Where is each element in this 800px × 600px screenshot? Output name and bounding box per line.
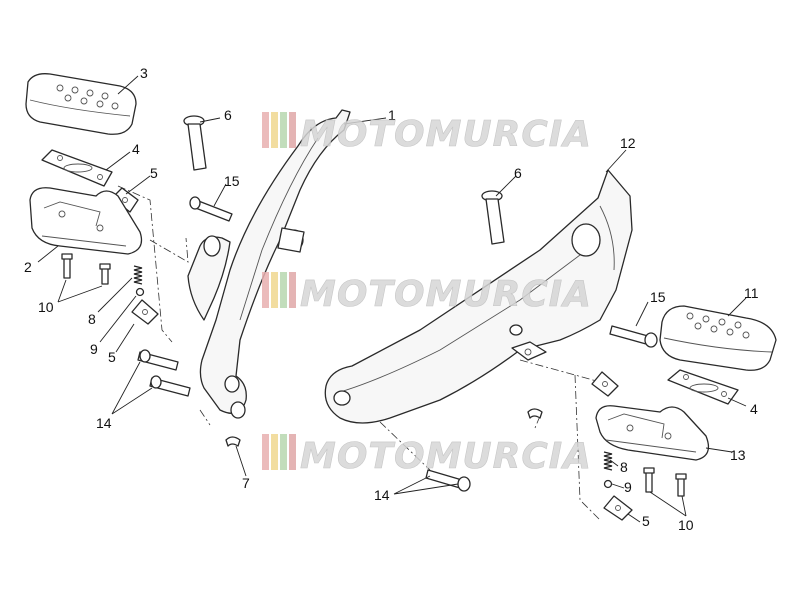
callout-11: 11 [744,285,759,301]
callout-5-right: 5 [642,513,650,529]
watermark-flag-stripe [262,434,269,470]
callout-8-left: 8 [88,311,96,327]
callout-5-mid-left: 5 [108,349,116,365]
watermark-flag-stripe [271,434,278,470]
ball-left [135,287,145,297]
watermark-flag-stripe [262,112,269,148]
callout-15-left: 15 [224,173,240,189]
watermark-bottom: MOTOMURCIA [262,434,592,477]
footrest-bracket [187,109,351,419]
watermark-flag-stripe [289,272,296,308]
assembly-lines [117,185,601,521]
circlip-right [527,408,543,419]
callout-4-right: 4 [750,401,758,417]
callout-2: 2 [24,259,32,275]
footpeg-rubber-right [659,305,777,371]
bolts-right [643,467,687,497]
watermark-text: MOTOMURCIA [300,114,592,155]
callout-15-right: 15 [650,289,666,305]
callout-6-right: 6 [514,165,522,181]
watermark-text: MOTOMURCIA [300,274,592,315]
callout-6-left: 6 [224,107,232,123]
watermark-flag-stripe [262,272,269,308]
callout-9-left: 9 [90,341,98,357]
circlip-left [225,436,241,447]
callout-7: 7 [242,475,250,491]
callout-9-right: 9 [624,479,632,495]
spring-left [133,265,143,285]
callout-14-bottom: 14 [374,487,390,503]
callout-1: 1 [388,107,396,123]
callout-labels: 3 4 5 2 10 8 9 5 14 6 15 1 7 6 12 15 11 … [24,65,759,533]
footpeg-plate-right [667,369,739,405]
callout-10-right: 10 [678,517,694,533]
long-bolts-left [137,349,191,397]
callout-10-left: 10 [38,299,54,315]
watermark-flag-stripe [271,112,278,148]
footpeg-body-right [595,405,710,461]
footpeg-body-left [29,187,143,255]
footpeg-rubber-left [25,73,137,135]
callout-5-top-left: 5 [150,165,158,181]
callout-3: 3 [140,65,148,81]
watermark-flag-stripe [289,112,296,148]
spring-right [603,451,613,471]
watermark-flag-stripe [271,272,278,308]
bolt-left-15 [189,196,233,222]
watermark-flag-stripe [289,434,296,470]
callout-14-left: 14 [96,415,112,431]
clip-plate-left-lower [131,299,159,325]
leader-lines [37,75,747,523]
callout-4-left: 4 [132,141,140,157]
watermark-text: MOTOMURCIA [300,436,592,477]
watermark-flag-stripe [280,112,287,148]
watermark-flag-stripe [280,434,287,470]
callout-12: 12 [620,135,636,151]
clip-plate-right-lower [603,495,633,521]
bolts-left [61,253,111,285]
bolt-right-15 [609,325,658,348]
callout-13: 13 [730,447,746,463]
watermark-middle: MOTOMURCIA [262,272,592,315]
main-support-bracket [324,169,633,424]
pin-left [183,115,207,171]
ball-right [603,479,613,489]
watermark-flag-stripe [280,272,287,308]
footpeg-plate-left [41,149,113,187]
watermark-top: MOTOMURCIA [262,112,592,155]
callout-8-right: 8 [620,459,628,475]
clip-plate-right-upper [591,371,619,397]
pin-right [481,190,505,245]
